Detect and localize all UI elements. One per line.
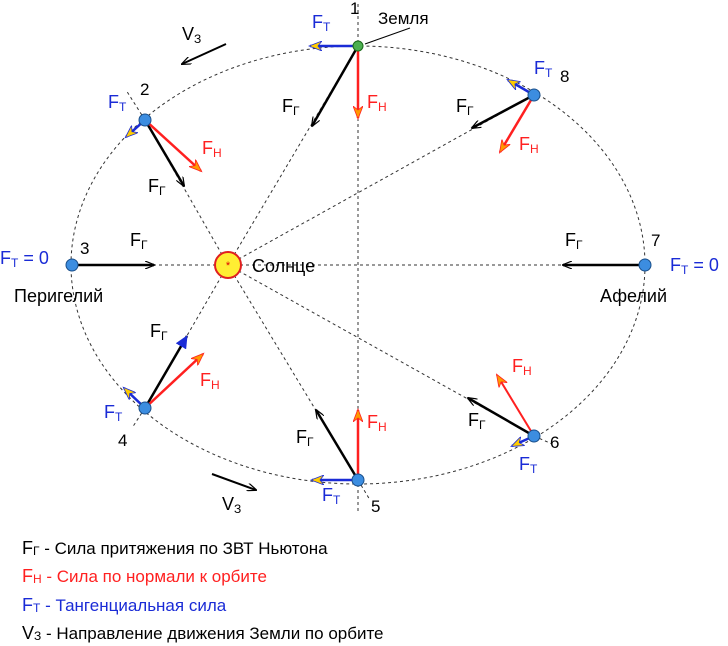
gravity-arrow-6 (468, 398, 535, 438)
legend-gravity: FГ - Сила притяжения по ЗВТ Ньютона (22, 538, 328, 558)
sun-label: Солнце (252, 256, 315, 276)
earth-point-5 (351, 473, 365, 487)
force-labels: FГ FГ FГ FГ FГ FГ FГ FГ FН FН FН FН FН F… (0, 12, 719, 516)
earth-point-6 (527, 429, 541, 443)
svg-text:FГ: FГ (150, 321, 168, 343)
normal-arrow-6 (497, 375, 535, 437)
gravity-arrow-2 (143, 119, 184, 186)
point-number-3: 3 (80, 239, 89, 258)
svg-text:FТ: FТ (104, 402, 123, 424)
earth-label: Земля (378, 9, 429, 28)
sun: * (214, 251, 242, 279)
point-number-8: 8 (560, 67, 569, 86)
gravity-arrow-5 (316, 410, 360, 481)
velocity-arrow-bottom (211, 473, 256, 490)
aphelion-label: Афелий (600, 286, 667, 306)
svg-text:FТ = 0: FТ = 0 (0, 248, 49, 270)
earth-point-3 (65, 258, 79, 272)
svg-text:FГ: FГ (468, 410, 486, 432)
point-number-2: 2 (140, 80, 149, 99)
svg-text:FГ: FГ (565, 230, 583, 252)
earth-point-1 (352, 40, 364, 52)
point-number-5: 5 (371, 497, 380, 516)
svg-text:FТ: FТ (108, 92, 127, 114)
velocity-arrow-top (182, 43, 227, 64)
svg-text:FТ: FТ (322, 485, 341, 507)
svg-text:FТ: FТ (519, 454, 538, 476)
svg-text:VЗ: VЗ (222, 494, 241, 516)
legend-normal: FН - Сила по нормали к орбите (22, 566, 267, 586)
svg-text:FН: FН (367, 92, 387, 114)
point-number-4: 4 (118, 431, 127, 450)
svg-text:FН: FН (519, 134, 539, 156)
gravity-arrow-8 (472, 93, 535, 128)
svg-text:FТ: FТ (534, 58, 553, 80)
svg-text:*: * (226, 260, 231, 272)
svg-text:FГ: FГ (148, 176, 166, 198)
svg-text:VЗ: VЗ (182, 24, 201, 46)
normal-arrow-4 (144, 354, 203, 409)
svg-text:FГ: FГ (282, 96, 300, 118)
earth-point-2 (138, 113, 152, 127)
perihelion-label: Перигелий (14, 286, 103, 306)
point-number-6: 6 (550, 433, 559, 452)
svg-text:FТ: FТ (312, 12, 331, 34)
gravity-arrow-4 (143, 335, 189, 409)
svg-text:FН: FН (202, 138, 222, 160)
svg-text:FГ: FГ (456, 96, 474, 118)
svg-text:FТ = 0: FТ = 0 (670, 255, 719, 277)
point-number-1: 1 (350, 0, 359, 18)
gravity-arrow-1 (312, 45, 360, 126)
point-number-7: 7 (651, 231, 660, 250)
svg-text:FН: FН (512, 356, 532, 378)
earth-point-8 (527, 88, 541, 102)
svg-text:FН: FН (367, 412, 387, 434)
earth-point-7 (638, 258, 652, 272)
legend-tangent: FТ - Тангенциальная сила (22, 595, 227, 615)
legend-velocity: VЗ - Направление движения Земли по орбит… (22, 623, 384, 643)
svg-text:FГ: FГ (130, 230, 148, 252)
earth-point-4 (138, 401, 152, 415)
normal-arrow-2 (144, 119, 201, 171)
normal-arrow-8 (500, 94, 536, 152)
svg-text:FГ: FГ (296, 427, 314, 449)
svg-text:FН: FН (200, 370, 220, 392)
